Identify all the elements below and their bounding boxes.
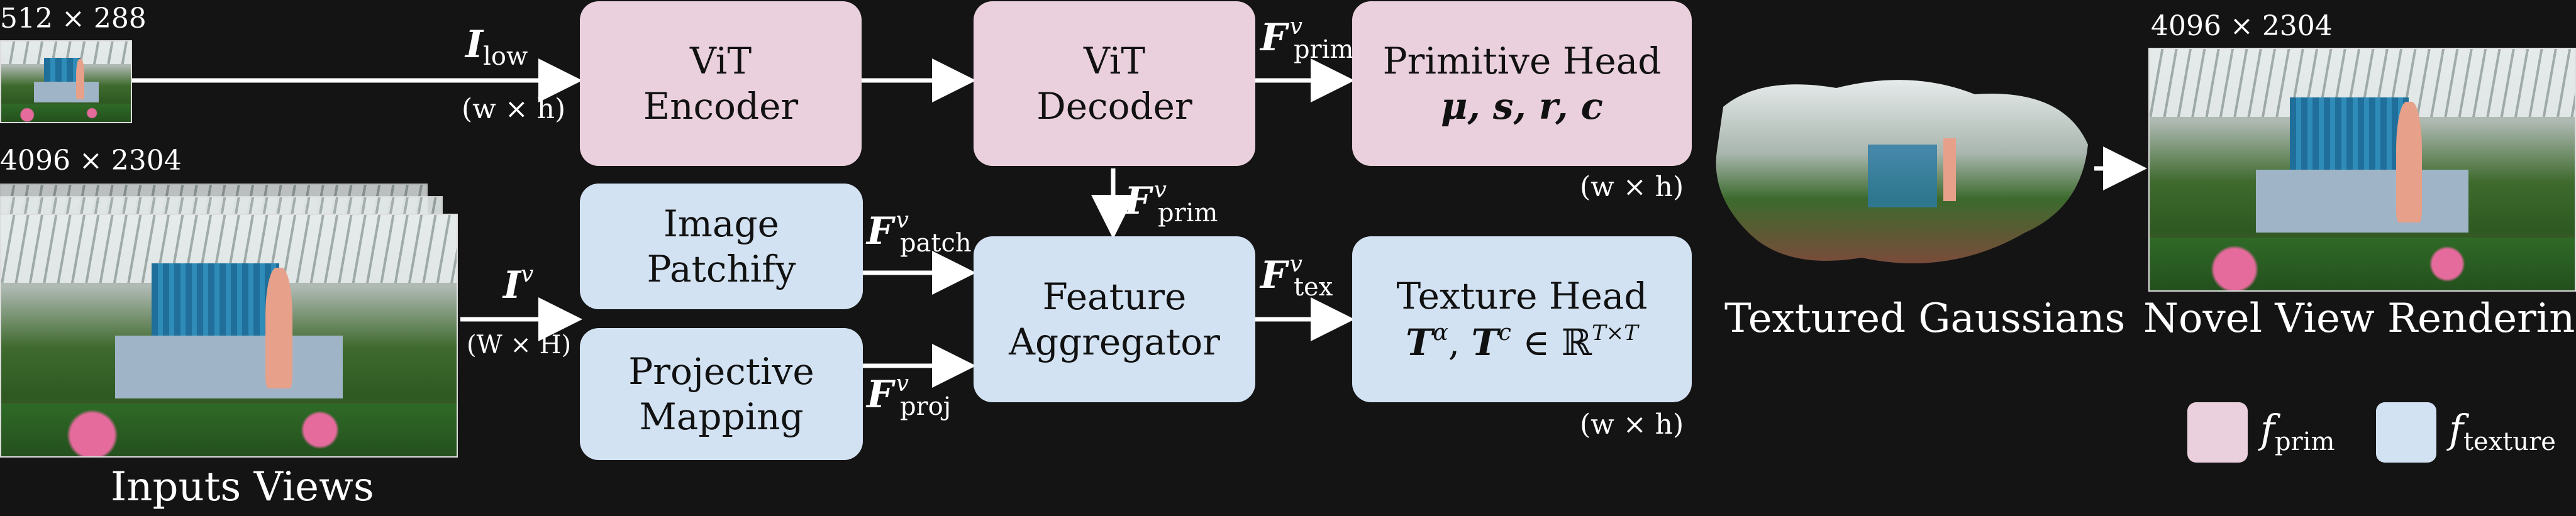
vit-encoder-line1: ViT: [689, 39, 752, 82]
texture-head-title: Texture Head: [1396, 274, 1648, 317]
label-i-low-dim: (w × h): [462, 93, 566, 125]
label-i-v-dim: (W × H): [467, 331, 572, 360]
vit-encoder-line2: Encoder: [643, 85, 799, 128]
legend-label-texture: ftexture: [2449, 406, 2556, 456]
low-res-input-image: [0, 40, 132, 123]
legend-swatch-prim: [2187, 402, 2248, 463]
vit-encoder-block: ViT Encoder: [580, 1, 862, 166]
legend-label-prim: fprim: [2260, 406, 2335, 456]
label-i-v: Iv: [503, 261, 534, 307]
novel-view-rendering-image: [2148, 48, 2576, 292]
projective-mapping-block: Projective Mapping: [580, 328, 863, 460]
texture-head-block: Texture Head Tα, Tc ∈ ℝT×T: [1352, 236, 1692, 402]
vit-decoder-block: ViT Decoder: [974, 1, 1255, 166]
textured-gaussians-image: [1716, 80, 2088, 263]
low-res-label: 512 × 288: [0, 3, 147, 35]
primitive-head-params: μ, s, r, c: [1441, 85, 1603, 128]
projective-mapping-line2: Mapping: [639, 395, 804, 438]
inputs-caption: Inputs Views: [111, 464, 374, 510]
legend-swatch-texture: [2376, 402, 2436, 463]
input-view-front: [0, 214, 458, 458]
image-patchify-line1: Image: [663, 202, 779, 245]
primitive-head-title: Primitive Head: [1382, 39, 1662, 82]
feature-aggregator-line1: Feature: [1042, 275, 1187, 318]
texture-head-params: Tα, Tc ∈ ℝT×T: [1406, 320, 1638, 364]
label-i-low: Ilow: [465, 23, 528, 71]
primitive-head-block: Primitive Head μ, s, r, c: [1352, 1, 1692, 166]
high-res-label: 4096 × 2304: [0, 145, 182, 177]
textured-gaussians-caption: Textured Gaussians: [1724, 295, 2126, 342]
primitive-head-dim: (w × h): [1580, 171, 1684, 203]
vit-decoder-line1: ViT: [1083, 39, 1146, 82]
image-patchify-block: Image Patchify: [580, 184, 863, 309]
image-patchify-line2: Patchify: [647, 248, 796, 290]
vit-decoder-line2: Decoder: [1036, 85, 1192, 128]
feature-aggregator-line2: Aggregator: [1009, 321, 1220, 363]
render-res-label: 4096 × 2304: [2151, 10, 2333, 42]
feature-aggregator-block: Feature Aggregator: [974, 236, 1255, 402]
novel-view-caption: Novel View Rendering: [2143, 295, 2576, 342]
texture-head-dim: (w × h): [1580, 409, 1684, 441]
projective-mapping-line1: Projective: [628, 349, 814, 393]
